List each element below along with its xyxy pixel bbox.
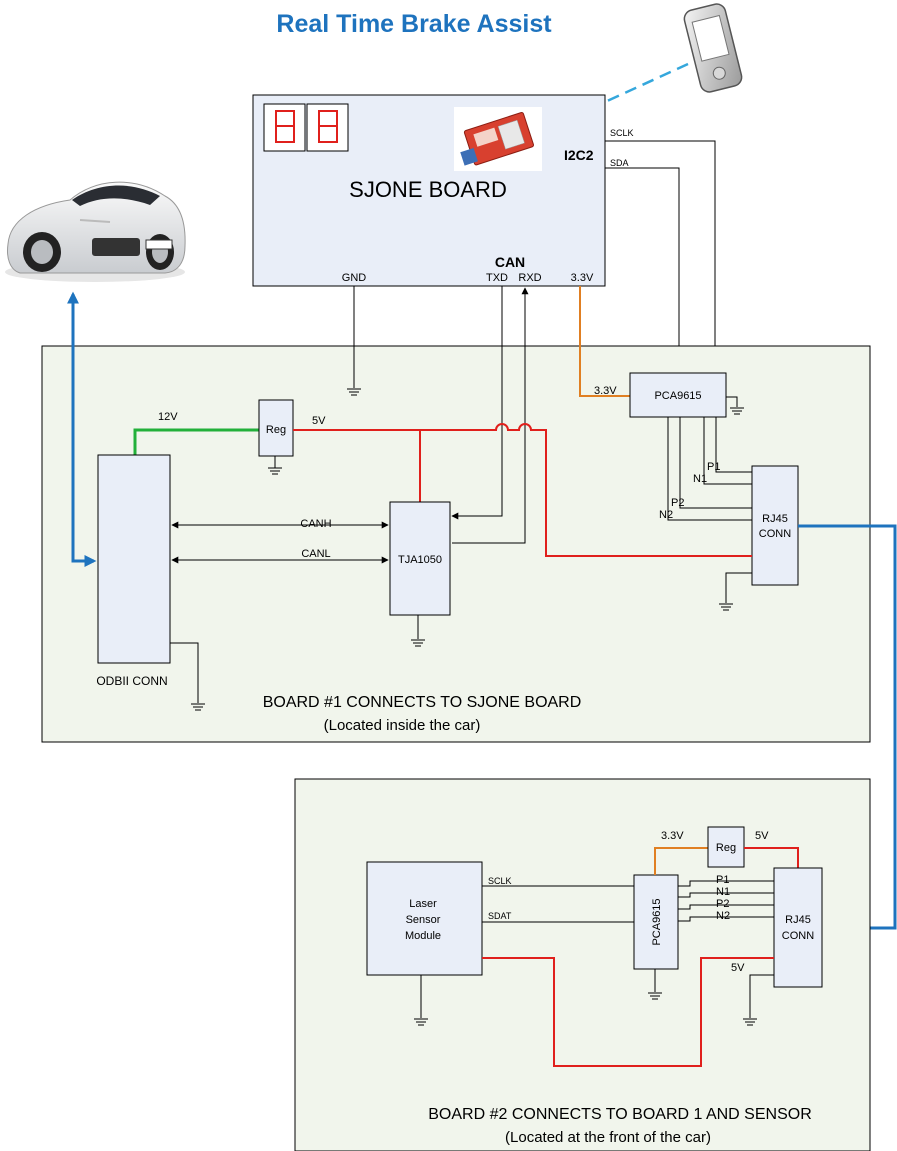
tja1050-label: TJA1050: [398, 554, 442, 566]
board1-area: [41, 345, 871, 743]
regulator-board1: [258, 399, 294, 457]
n1-wire: [703, 417, 752, 485]
sdat-label-board2: SDAT: [488, 911, 512, 921]
p1-wire-board2: [678, 880, 774, 887]
n1-label-board2: N1: [716, 886, 730, 898]
p1-label-board2: P1: [716, 874, 729, 886]
sjone-board-label: SJONE BOARD: [349, 177, 507, 202]
odbii-connector-label: ODBII CONN: [96, 674, 167, 688]
odbii-gnd-wire: [170, 642, 199, 703]
rj45-board1-label-line1: RJ45: [762, 513, 788, 525]
pca9615-board1: [629, 372, 727, 418]
smartphone-icon: [683, 3, 743, 93]
odbii-connector: [97, 454, 171, 664]
rj45-board2: [773, 867, 823, 988]
laser-sensor-module: [366, 861, 483, 976]
board2-caption: BOARD #2 CONNECTS TO BOARD 1 AND SENSOR: [428, 1106, 812, 1123]
v5-label-board2-top: 5V: [755, 830, 769, 842]
rxd-wire: [452, 287, 529, 544]
board1-caption: BOARD #1 CONNECTS TO SJONE BOARD: [263, 694, 582, 711]
can-label: CAN: [495, 254, 525, 270]
v5-label-board1: 5V: [312, 415, 326, 427]
v5-label-board2-bottom: 5V: [731, 962, 745, 974]
sda-pin-label: SDA: [610, 158, 629, 168]
n1-wire-board2: [678, 892, 774, 898]
bluetooth-module-image: [454, 107, 542, 171]
p2-label-board2: P2: [716, 898, 729, 910]
seven-segment-display: [263, 103, 349, 152]
v33-pin-label: 3.3V: [571, 272, 594, 284]
n2-label-board2: N2: [716, 910, 730, 922]
diagram-title: Real Time Brake Assist: [276, 10, 552, 38]
rj45-board1-gnd-wire: [725, 572, 752, 603]
canl-label: CANL: [301, 548, 330, 560]
rxd-pin-label: RXD: [518, 272, 541, 284]
rj45-board2-gnd-wire: [749, 974, 774, 1018]
v5-wire-board2-sensor: [482, 957, 774, 1067]
sclk-wire: [605, 140, 716, 373]
car-image: [5, 181, 186, 282]
n2-label-board1: N2: [659, 509, 673, 521]
board1-location: (Located inside the car): [324, 717, 481, 734]
n1-label-board1: N1: [693, 473, 707, 485]
laser-sensor-label-line3: Module: [405, 930, 441, 942]
p2-wire: [679, 417, 752, 509]
n2-wire: [667, 417, 752, 521]
pca9615-board2-label: PCA9615: [651, 898, 663, 945]
v12-wire: [133, 428, 259, 455]
laser-sensor-label-line2: Sensor: [406, 914, 441, 926]
canh-label: CANH: [300, 518, 331, 530]
v5-wire-board1: [293, 423, 752, 557]
rj45-board1-label-line2: CONN: [759, 528, 791, 540]
board2-location: (Located at the front of the car): [505, 1129, 711, 1146]
v12-label: 12V: [158, 411, 178, 423]
v33-wire-board2: [654, 847, 708, 875]
sclk-pin-label: SCLK: [610, 128, 634, 138]
tja1050-transceiver: [389, 501, 451, 616]
p1-wire: [715, 417, 752, 473]
pca-board1-gnd-wire: [726, 396, 738, 407]
regulator-board2-label: Reg: [716, 842, 736, 854]
v33-wire-board1: [579, 286, 630, 397]
laser-sensor-label-line1: Laser: [409, 898, 437, 910]
rj45-board1: [751, 465, 799, 586]
pca9615-board1-label: PCA9615: [654, 390, 701, 402]
car-odbii-link: [67, 291, 97, 567]
p2-label-board1: P2: [671, 497, 684, 509]
n2-wire-board2: [678, 916, 774, 922]
rj45-board2-label-line1: RJ45: [785, 914, 811, 926]
v33-label-board1: 3.3V: [594, 385, 617, 397]
v33-label-board2: 3.3V: [661, 830, 684, 842]
p2-wire-board2: [678, 904, 774, 910]
i2c2-label: I2C2: [564, 147, 594, 163]
regulator-board1-label: Reg: [266, 424, 286, 436]
rj45-board2-label-line2: CONN: [782, 930, 814, 942]
gnd-pin-label: GND: [342, 272, 367, 284]
sda-wire: [605, 167, 680, 373]
pca9615-board2: [633, 874, 679, 970]
sclk-label-board2: SCLK: [488, 876, 512, 886]
txd-wire: [451, 286, 503, 520]
txd-pin-label: TXD: [486, 272, 508, 284]
v5-wire-board2-top: [744, 847, 799, 868]
p1-label-board1: P1: [707, 461, 720, 473]
